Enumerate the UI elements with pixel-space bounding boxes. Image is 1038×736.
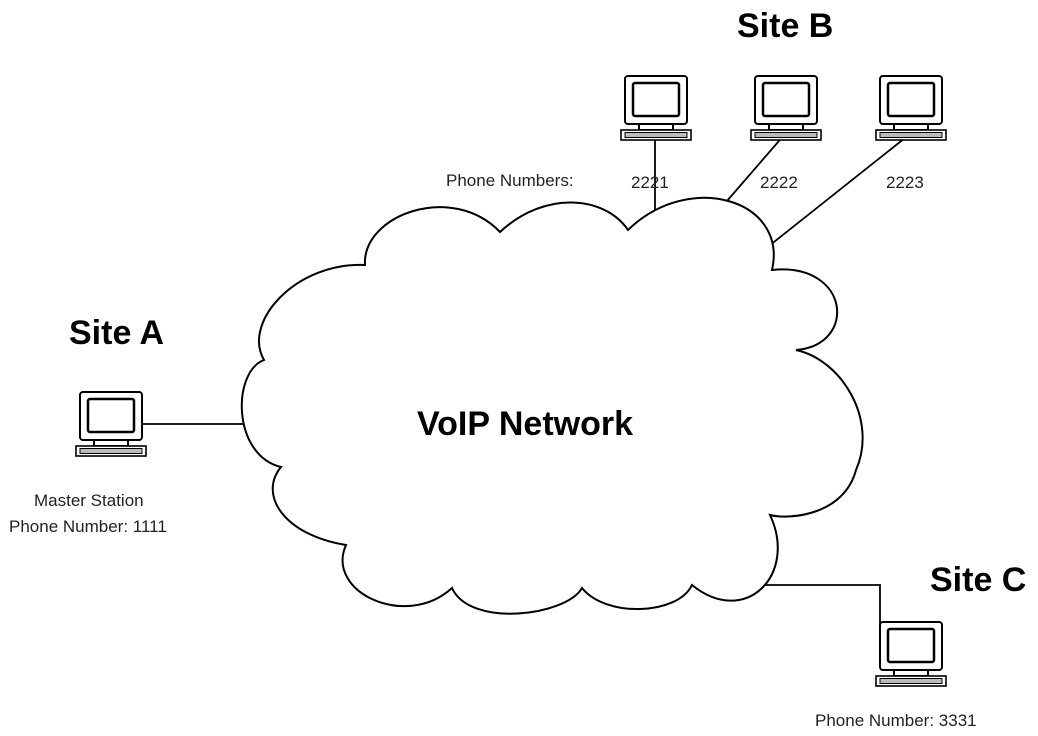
site-c-phone-label: Phone Number: 3331 <box>815 711 977 730</box>
phone-number-2221: 2221 <box>631 173 669 192</box>
site-b-title: Site B <box>737 7 833 45</box>
computer-terminal-icon <box>74 390 148 458</box>
phone-numbers-label: Phone Numbers: <box>446 171 574 190</box>
computer-terminal-icon <box>874 74 948 142</box>
site-a-title: Site A <box>69 314 164 352</box>
phone-number-2223: 2223 <box>886 173 924 192</box>
network-label: VoIP Network <box>417 405 633 443</box>
link-site-c <box>750 584 881 665</box>
master-station-label: Master Station <box>34 491 144 510</box>
voip-network-cloud <box>240 196 864 615</box>
computer-terminal-icon <box>619 74 693 142</box>
site-a-phone-label: Phone Number: 1111 <box>9 517 167 536</box>
computer-terminal-icon <box>749 74 823 142</box>
phone-number-2222: 2222 <box>760 173 798 192</box>
computer-terminal-icon <box>874 620 948 688</box>
site-c-title: Site C <box>930 561 1026 599</box>
